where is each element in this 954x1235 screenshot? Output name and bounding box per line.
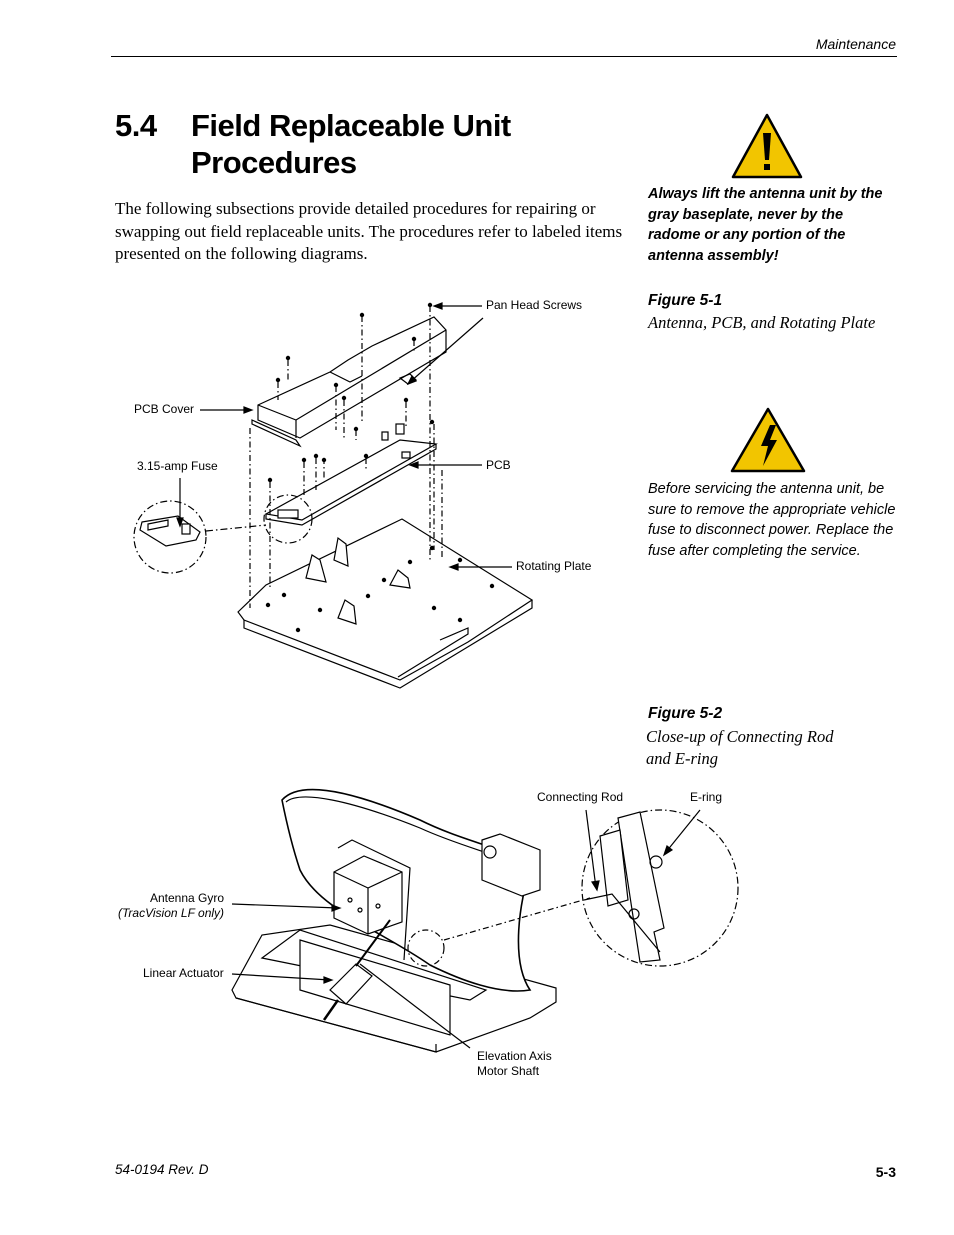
figure1-label: Figure 5-1 bbox=[648, 292, 723, 309]
callout-elevation-axis: Elevation Axis bbox=[477, 1049, 552, 1063]
section-number: 5.4 bbox=[115, 108, 157, 143]
callout-antenna-gyro: Antenna Gyro bbox=[150, 891, 225, 905]
figure1-caption: Antenna, PCB, and Rotating Plate bbox=[648, 313, 876, 332]
figure1-diagram bbox=[133, 302, 534, 689]
callout-pcb: PCB bbox=[486, 458, 511, 472]
figure2-caption-line2: and E-ring bbox=[646, 749, 718, 768]
high-voltage-triangle-icon bbox=[730, 407, 806, 473]
callout-motor-shaft: Motor Shaft bbox=[477, 1064, 540, 1078]
footer-page-number: 5-3 bbox=[875, 1164, 896, 1180]
callout-rotating-plate: Rotating Plate bbox=[516, 559, 592, 573]
callout-pcb-cover: PCB Cover bbox=[134, 402, 195, 416]
power-warning-text: Before servicing the antenna unit, be su… bbox=[648, 481, 896, 559]
callout-e-ring: E-ring bbox=[690, 790, 723, 804]
running-header: Maintenance bbox=[815, 36, 896, 52]
header-rule bbox=[111, 56, 897, 57]
figure2-label: Figure 5-2 bbox=[648, 705, 723, 722]
lift-warning-text: Always lift the antenna unit by the gray… bbox=[648, 186, 883, 264]
callout-connecting-rod: Connecting Rod bbox=[537, 790, 624, 804]
callout-fuse: 3.15-amp Fuse bbox=[137, 459, 218, 473]
callout-antenna-gyro-note: (TracVision LF only) bbox=[118, 906, 225, 920]
intro-paragraph: The following subsections provide detail… bbox=[115, 199, 623, 263]
exclamation-triangle-icon bbox=[731, 113, 803, 179]
footer-doc-number: 54-0194 Rev. D bbox=[115, 1162, 209, 1177]
figure2-caption-line1: Close-up of Connecting Rod bbox=[646, 727, 834, 746]
figure2-diagram bbox=[231, 788, 739, 1053]
callout-linear-actuator: Linear Actuator bbox=[143, 966, 224, 980]
section-title-line2: Procedures bbox=[191, 145, 357, 180]
section-title: 5.4 Field Replaceable Unit Procedures bbox=[115, 107, 511, 181]
callout-pan-head-screws: Pan Head Screws bbox=[486, 298, 583, 312]
section-title-line1: Field Replaceable Unit bbox=[191, 108, 511, 143]
